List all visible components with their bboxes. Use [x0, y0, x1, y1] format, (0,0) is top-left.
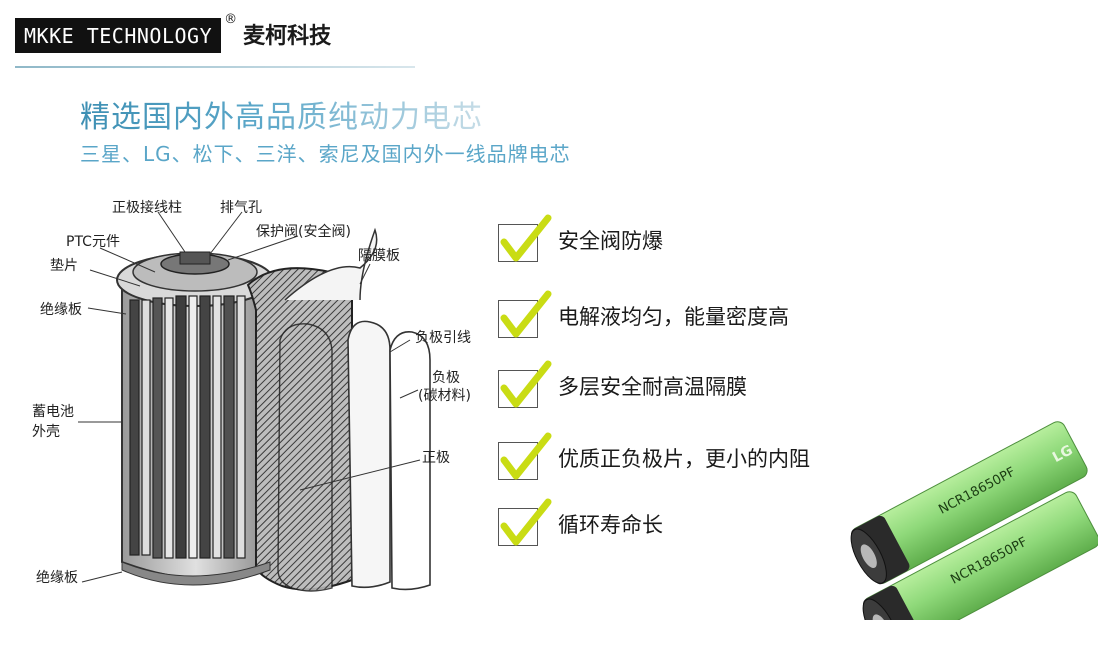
- brand-name-en: MKKE TECHNOLOGY: [15, 18, 222, 53]
- feature-item-electrolyte: 电解液均匀，能量密度高: [496, 290, 876, 341]
- brand-underline: [15, 66, 415, 68]
- label-insulator-bottom: 绝缘板: [36, 570, 78, 586]
- label-separator: 隔膜板: [358, 248, 400, 264]
- label-case: 蓄电池: [32, 404, 74, 420]
- battery-cells-image: NCR18650PF LG NCR18650PF: [850, 421, 1098, 620]
- feature-text: 优质正负极片，更小的内阻: [558, 447, 810, 471]
- check-icon: [496, 432, 552, 480]
- label-case-line2: 外壳: [32, 424, 60, 440]
- feature-text: 循环寿命长: [558, 513, 663, 537]
- feature-item-explosion-proof: 安全阀防爆: [496, 214, 876, 265]
- brand-header: MKKE TECHNOLOGY ® 麦柯科技: [15, 12, 332, 56]
- check-icon: [496, 360, 552, 408]
- label-safety-valve: 保护阀(安全阀): [256, 224, 351, 240]
- label-gasket: 垫片: [50, 258, 78, 274]
- label-insulator-top: 绝缘板: [40, 302, 82, 318]
- cell-cutaway-diagram: 正极接线柱 排气孔 保护阀(安全阀) PTC元件 垫片 隔膜板 绝缘板 负极引线…: [30, 190, 490, 630]
- feature-item-separator: 多层安全耐高温隔膜: [496, 360, 876, 411]
- feature-item-cycle-life: 循环寿命长: [496, 498, 876, 549]
- label-vent: 排气孔: [220, 200, 262, 216]
- registered-mark: ®: [224, 12, 238, 27]
- feature-text: 电解液均匀，能量密度高: [558, 305, 789, 329]
- label-positive-electrode: 正极: [422, 450, 450, 466]
- headline: 精选国内外高品质纯动力电芯: [80, 92, 483, 136]
- label-negative-electrode: 负极: [432, 370, 460, 386]
- brand-name-cn: 麦柯科技: [243, 24, 332, 49]
- cell-cutaway-illustration: [78, 211, 431, 592]
- check-icon: [496, 498, 552, 546]
- check-icon: [496, 214, 552, 262]
- label-negative-lead: 负极引线: [415, 330, 471, 346]
- feature-item-electrodes: 优质正负极片，更小的内阻: [496, 432, 876, 483]
- feature-text: 安全阀防爆: [558, 229, 663, 253]
- label-positive-terminal: 正极接线柱: [112, 200, 182, 216]
- label-negative-electrode-material: (碳材料): [418, 388, 471, 404]
- check-icon: [496, 290, 552, 338]
- feature-text: 多层安全耐高温隔膜: [558, 375, 747, 399]
- label-ptc: PTC元件: [66, 234, 120, 250]
- subline: 三星、LG、松下、三洋、索尼及国内外一线品牌电芯: [80, 142, 571, 166]
